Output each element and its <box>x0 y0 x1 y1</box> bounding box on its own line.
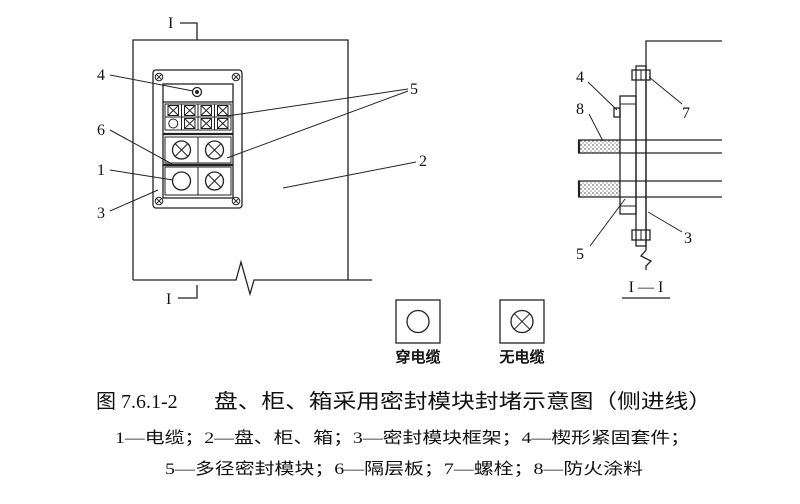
empty-small-module-icon <box>167 105 179 116</box>
empty-large-module-icon <box>204 140 225 160</box>
section-label-5: 5 <box>576 246 584 263</box>
section-label-4: 4 <box>576 69 584 86</box>
frame-screw-icon <box>154 196 164 206</box>
module-frame-outer <box>152 69 243 209</box>
legend-with-cable-box <box>395 299 441 344</box>
label-2: 2 <box>419 153 427 170</box>
section-leader-5 <box>589 198 626 247</box>
cable-large-module-icon <box>171 171 192 191</box>
large-module-row <box>164 136 232 164</box>
empty-small-module-icon <box>184 105 196 116</box>
legend-no-cable-box <box>499 299 545 344</box>
panel-outline <box>132 39 349 280</box>
leader-line-6 <box>109 129 173 165</box>
section-leader-7 <box>648 76 683 105</box>
bolt-icon <box>631 69 651 81</box>
frame-screw-icon <box>154 72 164 82</box>
section-leader-4 <box>587 81 618 111</box>
section-view-title: I — I <box>629 279 664 296</box>
label-1: 1 <box>97 162 105 179</box>
empty-small-module-icon <box>184 118 196 129</box>
wedge-fastener-icon <box>191 86 203 98</box>
label-4: 4 <box>97 67 105 84</box>
section-mark-top-bracket <box>180 22 198 40</box>
figure-number: 图 7.6.1-2 <box>96 391 178 413</box>
small-module-row <box>164 103 232 131</box>
section-label-7: 7 <box>682 105 690 122</box>
section-leader-3 <box>647 211 683 233</box>
section-label-8: 8 <box>576 101 584 118</box>
section-view: 4 8 7 5 3 I — I <box>576 40 722 299</box>
panel-wall-section <box>639 40 722 270</box>
note-line: 5—多径密封模块；6—隔层板；7—螺栓；8—防火涂料 <box>165 460 643 478</box>
figure-title: 盘、柜、箱采用密封模块封堵示意图（侧进线） <box>214 390 712 413</box>
large-module-row <box>164 166 232 196</box>
leader-line-5b <box>226 90 409 159</box>
cable-small-module-icon <box>168 118 179 129</box>
legend-no-cable-label: 无电缆 <box>498 348 544 366</box>
leader-line-3 <box>109 189 159 212</box>
cable-section <box>578 180 722 198</box>
fireproof-coating <box>578 140 620 153</box>
frame-flange-plate <box>635 65 647 247</box>
section-mark-bottom-bracket <box>178 285 198 299</box>
note-line: 1—电缆；2—盘、柜、箱；3—密封模块框架；4—楔形紧固套件； <box>115 428 690 447</box>
empty-large-module-icon <box>171 140 192 160</box>
empty-module-icon <box>510 309 534 334</box>
section-mark-top: I <box>168 15 173 32</box>
empty-small-module-icon <box>217 118 229 129</box>
empty-large-module-icon <box>204 171 225 191</box>
label-3: 3 <box>97 205 105 222</box>
frame-body-section <box>619 95 637 215</box>
leader-line-1 <box>109 169 174 181</box>
legend: 穿电缆 无电缆 <box>395 299 545 366</box>
panel-bottom-break-line <box>133 259 372 297</box>
label-6: 6 <box>97 122 105 139</box>
section-leader-8 <box>588 113 604 142</box>
section-mark-bottom: I <box>166 291 171 308</box>
leader-line-2 <box>282 161 417 189</box>
legend-with-cable-label: 穿电缆 <box>395 348 440 366</box>
empty-small-module-icon <box>200 105 212 116</box>
cable-module-icon <box>406 309 430 334</box>
leader-line-4 <box>109 74 194 92</box>
leader-line-5a <box>226 88 409 117</box>
bolt-icon <box>631 229 651 241</box>
front-view: I I <box>97 15 427 308</box>
empty-small-module-icon <box>200 118 212 129</box>
wedge-bolt-head <box>613 107 621 118</box>
section-label-3: 3 <box>684 230 692 247</box>
frame-screw-icon <box>231 196 241 206</box>
frame-screw-icon <box>231 72 241 82</box>
empty-small-module-icon <box>217 105 229 116</box>
label-5: 5 <box>410 81 418 98</box>
fireproof-coating <box>578 181 620 197</box>
module-frame-inner <box>162 83 234 199</box>
